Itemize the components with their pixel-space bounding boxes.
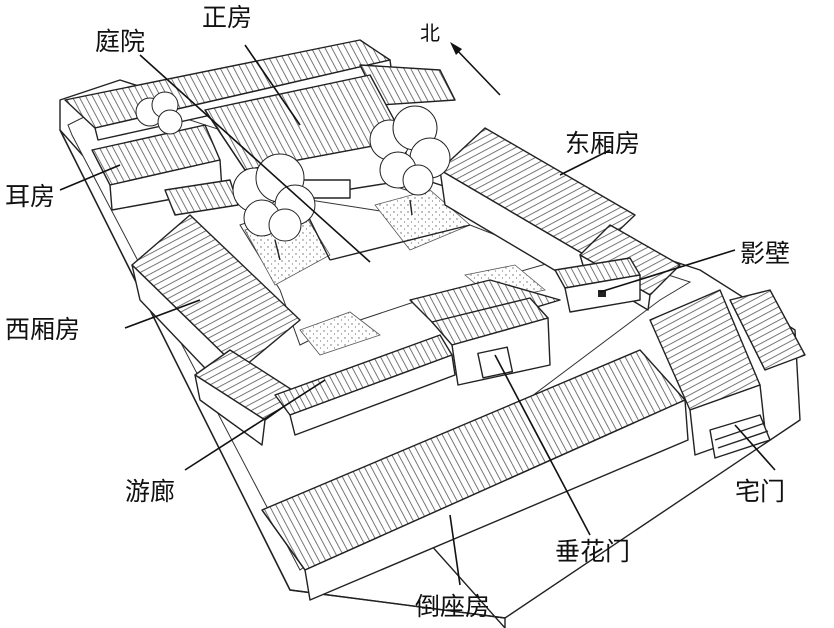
leader-lines — [59, 44, 776, 586]
label-main-house: 正房 — [202, 3, 252, 32]
leader-hanging-flower-gate — [494, 354, 591, 536]
leader-corridor — [184, 379, 326, 471]
leader-screen-wall — [599, 249, 736, 293]
leader-east-wing — [559, 149, 611, 176]
label-hanging-flower-gate: 垂花门 — [555, 537, 630, 566]
west-wing-building — [131, 214, 301, 446]
label-courtyard: 庭院 — [95, 27, 145, 56]
main-gate-building — [649, 289, 806, 459]
ear-room-building — [91, 124, 239, 216]
leader-west-wing — [124, 299, 201, 329]
tree-courtyard-west — [232, 153, 316, 261]
label-corridor: 游廊 — [125, 477, 175, 506]
central-courtyard — [239, 189, 562, 356]
leader-south-house — [449, 514, 461, 586]
leader-ear-room — [59, 164, 121, 191]
screen-wall-building — [554, 257, 641, 313]
hanging-flower-gate-building — [409, 279, 561, 386]
tree-rear — [135, 91, 183, 135]
label-main-gate: 宅门 — [735, 477, 785, 506]
tree-courtyard-east — [369, 105, 451, 216]
leader-main-gate — [734, 424, 776, 471]
leader-courtyard — [139, 54, 371, 263]
label-screen-wall: 影壁 — [740, 239, 790, 268]
label-ear-room: 耳房 — [5, 182, 55, 211]
label-west-wing: 西厢房 — [5, 315, 80, 344]
south-house-building — [261, 349, 689, 601]
label-south-house: 倒座房 — [415, 592, 490, 621]
leader-main-house — [244, 44, 301, 126]
label-east-wing: 东厢房 — [565, 129, 640, 158]
label-north: 北 — [420, 21, 440, 45]
corridor-roof — [274, 334, 456, 436]
north-arrow — [450, 42, 501, 96]
